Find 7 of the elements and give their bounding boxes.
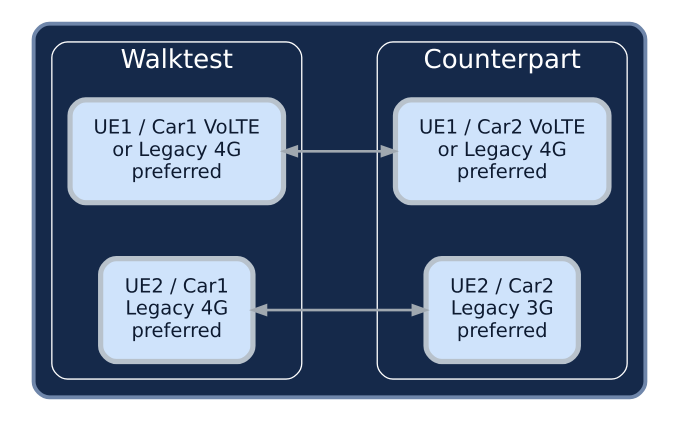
node-box: UE2 / Car1 Legacy 4G preferred bbox=[98, 256, 256, 364]
arrow bbox=[249, 304, 430, 316]
node-box: UE2 / Car2 Legacy 3G preferred bbox=[423, 256, 581, 364]
arrow bbox=[280, 144, 399, 158]
node-box: UE1 / Car1 VoLTE or Legacy 4G preferred bbox=[67, 97, 286, 206]
node-box: UE1 / Car2 VoLTE or Legacy 4G preferred bbox=[392, 97, 612, 206]
cluster bbox=[32, 22, 648, 400]
